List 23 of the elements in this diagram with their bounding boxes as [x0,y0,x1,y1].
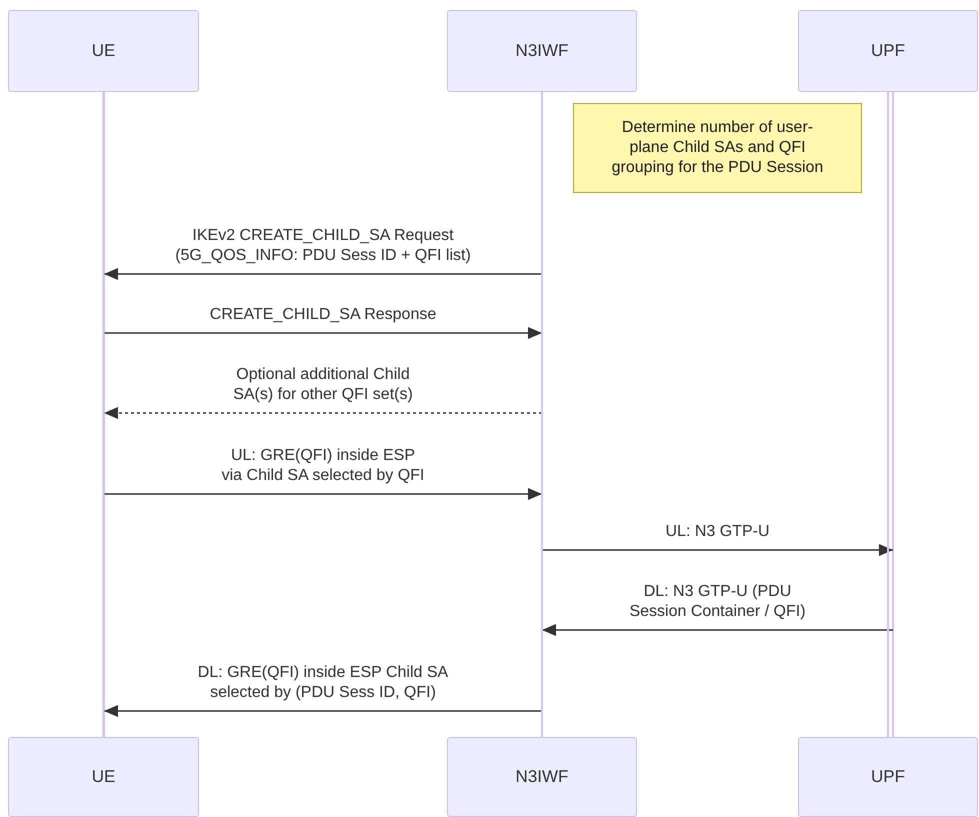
participant-box: UE [8,10,199,92]
message-label: Optional additional Child SA(s) for other QFI set(s) [232,365,414,405]
participant-box: N3IWF [447,10,637,92]
participant-box: UPF [798,737,978,817]
message-label: IKEv2 CREATE_CHILD_SA Request (5G_QOS_INFO: PDU Sess ID + QFI list) [174,226,472,266]
message-label: UL: GRE(QFI) inside ESP via Child SA selected by QFI [220,446,426,486]
message-label: UL: N3 GTP-U [664,522,770,542]
message-label: DL: GRE(QFI) inside ESP Child SA selected by (PDU Sess ID, QFI) [196,663,450,703]
lifeline [103,92,105,737]
dashed-arrow [104,407,542,419]
arrow [542,624,893,636]
participant-box: UE [8,737,199,817]
participant-box: UPF [798,10,978,92]
arrow [104,488,542,500]
arrow [104,705,542,717]
arrow [104,268,542,280]
message-label: DL: N3 GTP-U (PDU Session Container / QFI) [628,582,807,622]
message-label: CREATE_CHILD_SA Response [208,305,438,325]
note-box: Determine number of user-plane Child SAs and QFI grouping for the PDU Session [573,103,862,193]
lifeline [892,92,894,737]
arrow [542,544,893,556]
arrow [104,327,542,339]
participant-box: N3IWF [447,737,637,817]
